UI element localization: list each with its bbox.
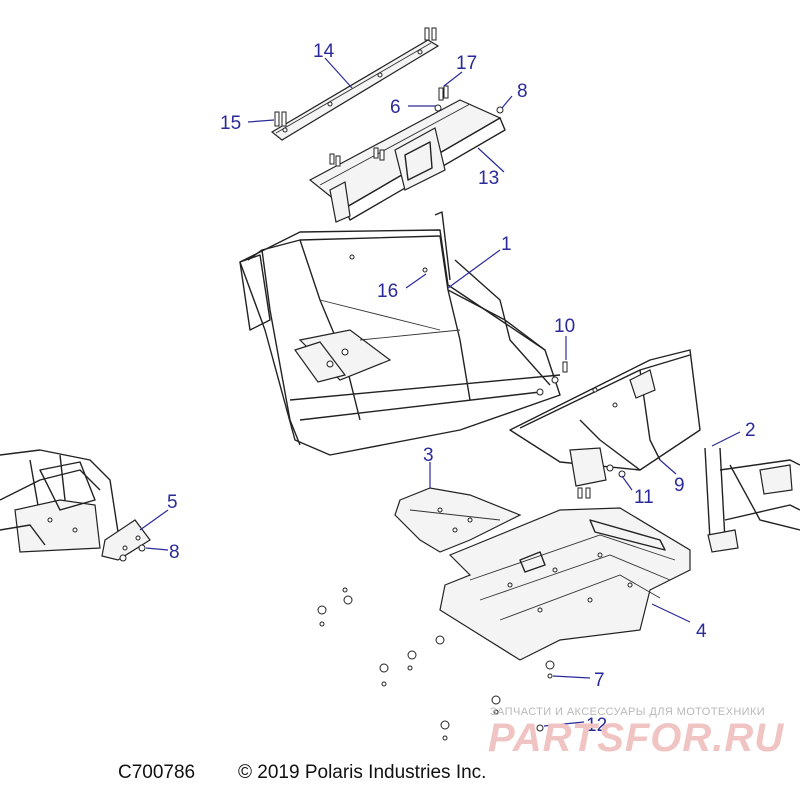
part-4-main-skid-plate bbox=[439, 507, 691, 661]
drawing-id: C700786 bbox=[118, 762, 196, 783]
copyright-text: © 2019 Polaris Industries Inc. bbox=[238, 762, 487, 783]
leader-lines bbox=[139, 57, 741, 727]
part-2-right-cage bbox=[704, 447, 800, 553]
watermark-brand: PARTSFOR.RU bbox=[488, 716, 785, 760]
callout-12: 12 bbox=[586, 715, 607, 736]
watermark-tagline: ЗАПЧАСТИ И АКСЕССУАРЫ ДЛЯ МОТОТЕХНИКИ bbox=[490, 706, 766, 718]
callout-16: 16 bbox=[377, 281, 398, 302]
callout-6: 6 bbox=[390, 97, 401, 118]
hardware-top bbox=[274, 85, 504, 127]
callout-15: 15 bbox=[220, 113, 241, 134]
callout-1: 1 bbox=[501, 234, 512, 255]
callout-10: 10 bbox=[554, 316, 575, 337]
callout-labels: 14 15 17 6 8 13 1 16 10 2 9 11 3 5 8 4 7… bbox=[167, 41, 756, 736]
callout-3: 3 bbox=[423, 445, 434, 466]
callout-13: 13 bbox=[478, 168, 499, 189]
part-9-front-frame bbox=[509, 349, 701, 487]
left-cage-section bbox=[0, 449, 121, 553]
callout-4: 4 bbox=[696, 621, 707, 642]
hardware-7-12 bbox=[317, 587, 555, 741]
callout-9: 9 bbox=[674, 475, 685, 496]
part-13-cross-member bbox=[308, 99, 506, 223]
callout-17: 17 bbox=[456, 53, 477, 74]
callout-14: 14 bbox=[313, 41, 335, 62]
callout-11: 11 bbox=[634, 487, 654, 508]
callout-2: 2 bbox=[745, 420, 756, 441]
callout-5: 5 bbox=[167, 492, 178, 513]
hardware-10-11 bbox=[536, 361, 626, 499]
part-1-main-frame bbox=[239, 211, 561, 456]
callout-7: 7 bbox=[594, 670, 605, 691]
part-3-front-skid-plate bbox=[394, 487, 522, 553]
callout-8a: 8 bbox=[517, 81, 528, 102]
part-14-upper-bar bbox=[270, 27, 440, 141]
callout-8b: 8 bbox=[169, 542, 180, 563]
part-5-bracket bbox=[101, 519, 151, 562]
